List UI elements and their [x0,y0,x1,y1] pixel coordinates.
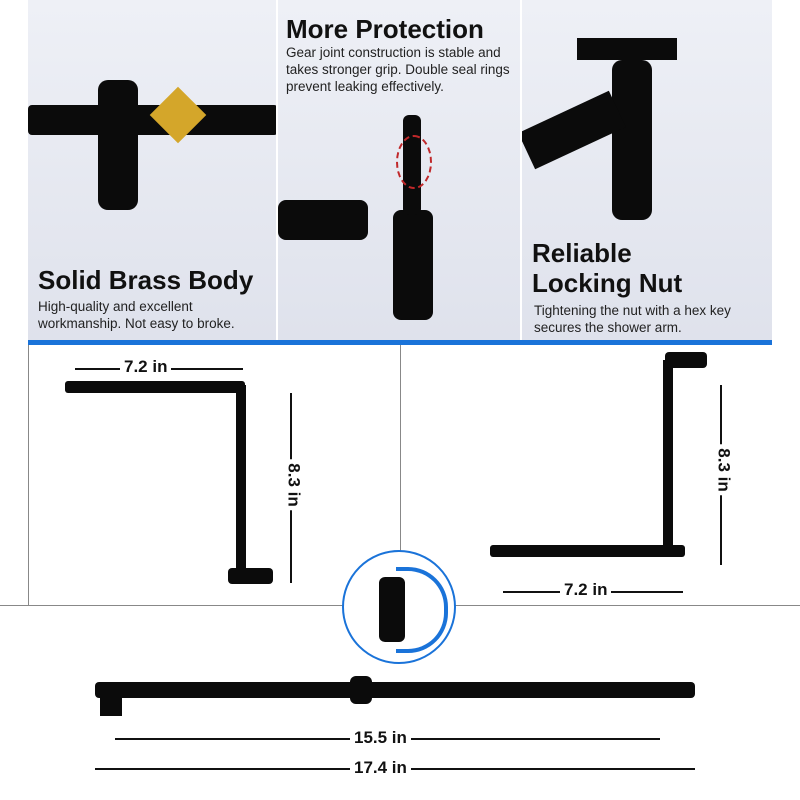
arm-joint [350,676,372,704]
arm-end [100,698,122,716]
arm-horizontal [65,381,245,393]
feature-description: High-quality and excellent workmanship. … [38,299,235,331]
connector-image [393,210,433,320]
arm-end [228,568,273,584]
seal-ring-highlight-icon [396,135,432,189]
feature-panel-protection: More Protection Gear joint construction … [278,0,520,340]
arm-extended [95,682,695,698]
arm-image [278,200,368,240]
arm-vertical [236,385,246,575]
rotation-joint-icon [342,550,456,664]
arm-vertical [663,360,673,550]
height-label: 8.3 in [283,459,304,511]
accent-divider [28,340,772,345]
height-label: 8.3 in [713,444,734,496]
feature-description: Gear joint construction is stable and ta… [286,45,510,94]
nut-image [612,60,652,220]
feature-title: More Protection [286,14,484,44]
handle-image [577,38,677,60]
arm-image [522,90,626,170]
feature-description: Tightening the nut with a hex key secure… [534,303,731,335]
arm-image [28,105,276,135]
rotate-arrow-icon [396,567,448,653]
width-label: 7.2 in [560,580,612,600]
title-line: Locking Nut [532,268,683,298]
feature-title: Solid Brass Body [38,265,254,295]
divider [400,345,401,605]
arm-horizontal [490,545,685,557]
total-length-label: 17.4 in [350,758,411,778]
title-line: Reliable [532,238,632,268]
feature-panel-brass: Solid Brass Body High-quality and excell… [28,0,276,340]
width-label: 7.2 in [120,357,172,377]
joint-image [98,80,138,210]
divider [28,345,29,605]
arm-end [665,352,707,368]
inner-length-label: 15.5 in [350,728,411,748]
